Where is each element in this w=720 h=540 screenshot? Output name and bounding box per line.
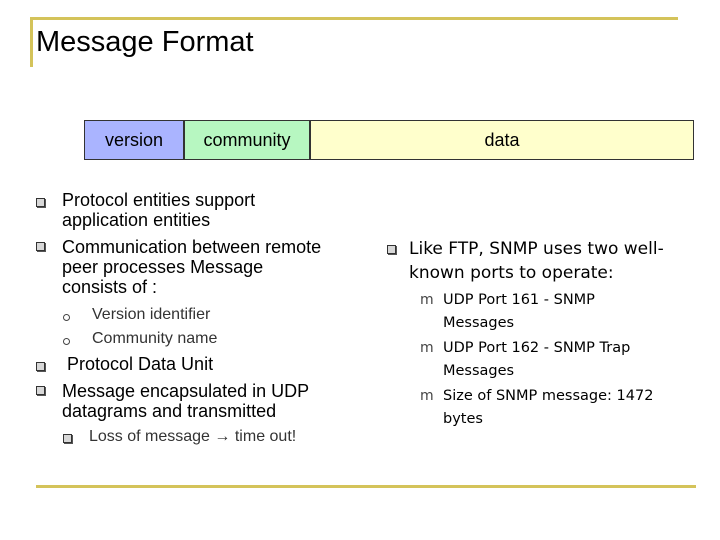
sub-bullet-community-name: Community name [92, 330, 218, 347]
square-bullet-icon [36, 386, 45, 395]
text-line: bytes [443, 411, 483, 427]
text-line: Size of SNMP message: 1472 [443, 388, 654, 404]
text-line: Communication between remote [62, 237, 322, 257]
data-field-box: data [310, 120, 694, 160]
version-field-box: version [84, 120, 184, 160]
m-bullet-icon: m [420, 292, 434, 308]
m-bullet-icon: m [420, 340, 434, 356]
arrow-right-icon: → [214, 428, 231, 445]
version-field-label: version [104, 129, 164, 150]
bullet-well-known-ports: Like FTP, SNMP uses two well- known port… [409, 237, 664, 285]
sub-bullet-udp-162: UDP Port 162 - SNMP Trap Messages [443, 337, 630, 383]
text-line: UDP Port 161 - SNMP [443, 292, 595, 308]
circle-bullet-icon [63, 314, 70, 321]
square-bullet-icon [63, 434, 72, 443]
sub-bullet-udp-161: UDP Port 161 - SNMP Messages [443, 289, 595, 335]
square-bullet-icon [387, 245, 396, 254]
text-line: datagrams and transmitted [62, 401, 277, 421]
text-line: Message encapsulated in UDP [62, 381, 310, 401]
data-field-label: data [484, 129, 520, 150]
text-line: application entities [62, 210, 211, 230]
slide-title: Message Format [36, 26, 254, 58]
text-line: consists of : [62, 277, 158, 297]
bullet-message-encapsulated: Message encapsulated in UDP datagrams an… [62, 381, 309, 421]
community-field-label: community [203, 129, 291, 150]
text-line: Messages [443, 315, 515, 331]
text-line: peer processes Message [62, 257, 264, 277]
bullet-communication: Communication between remote peer proces… [62, 237, 321, 297]
text-line: Like FTP, SNMP uses two well- [409, 239, 664, 259]
text-line: Loss of message [89, 428, 210, 445]
text-line: Protocol entities support [62, 190, 256, 210]
community-field-box: community [184, 120, 310, 160]
sub-bullet-version-identifier: Version identifier [92, 306, 211, 323]
square-bullet-icon [36, 362, 45, 371]
circle-bullet-icon [63, 338, 70, 345]
text-line: time out! [234, 428, 297, 445]
square-bullet-icon [36, 198, 45, 207]
bullet-protocol-entities: Protocol entities support application en… [62, 190, 255, 230]
m-bullet-icon: m [420, 388, 434, 404]
text-line: UDP Port 162 - SNMP Trap [443, 340, 631, 356]
square-bullet-icon [36, 242, 45, 251]
title-side-rule [30, 17, 33, 67]
sub-bullet-message-size: Size of SNMP message: 1472 bytes [443, 385, 653, 431]
bottom-rule [36, 485, 696, 488]
text-line: Messages [443, 363, 515, 379]
bullet-protocol-data-unit: Protocol Data Unit [67, 354, 214, 374]
sub-bullet-loss-of-message: Loss of message → time out! [89, 428, 296, 446]
text-line: known ports to operate: [409, 263, 614, 283]
title-top-rule [30, 17, 678, 20]
